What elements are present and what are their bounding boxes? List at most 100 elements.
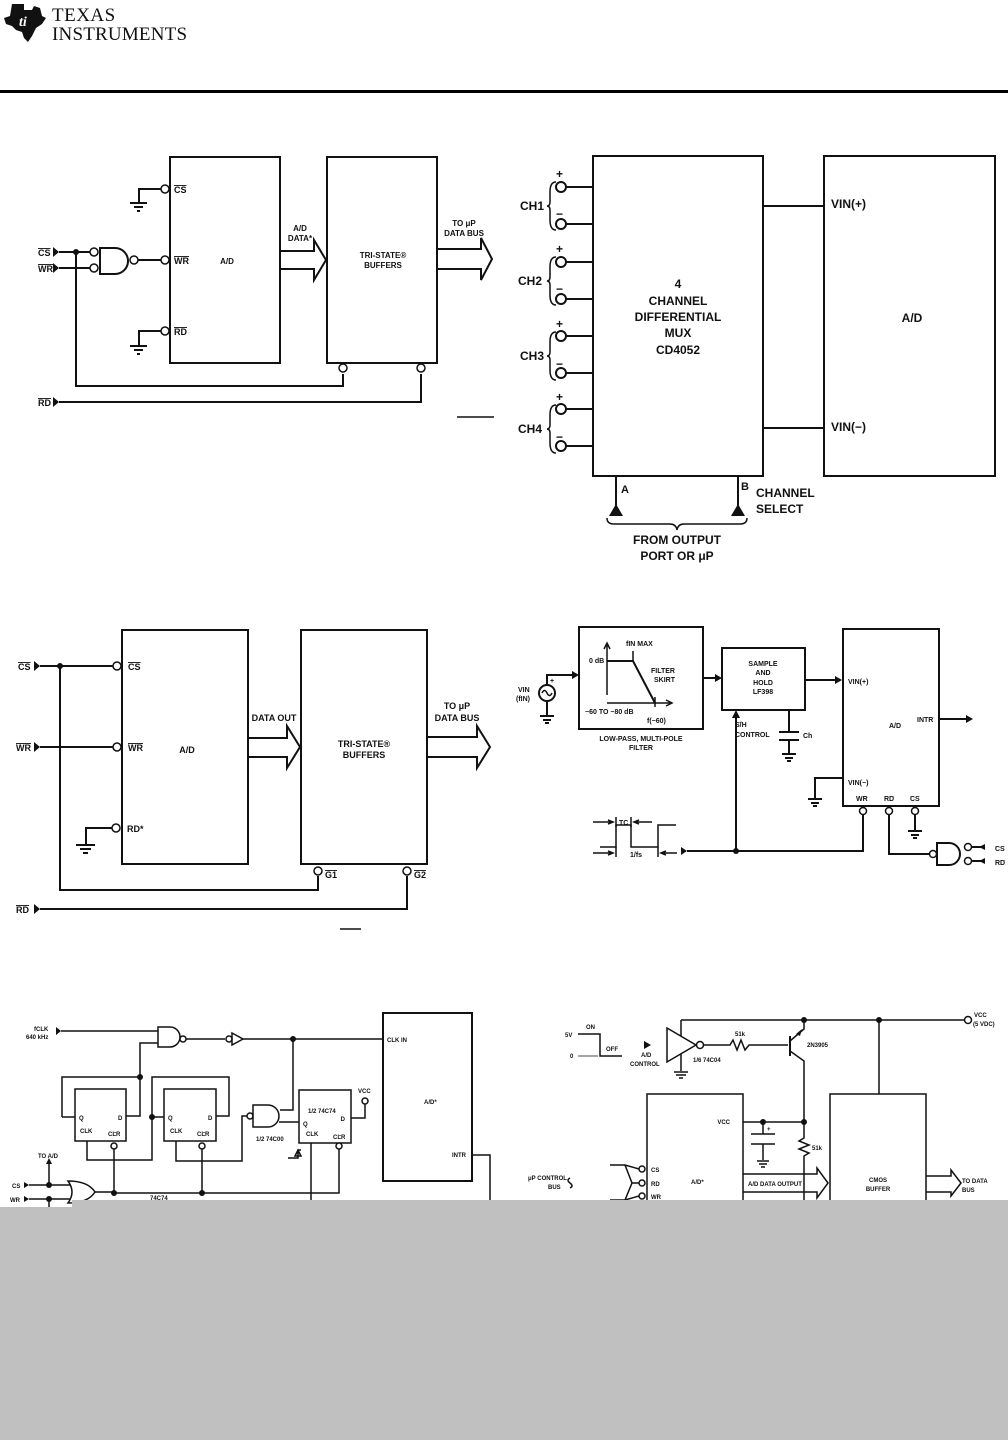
wr-input[interactable]: WR: [38, 263, 90, 274]
diagram-label[interactable]: BUS: [548, 1185, 561, 1191]
diagram-stroke: [541, 689, 553, 697]
rd-pin-label: RD: [174, 327, 187, 337]
rd-cs-nand: CS RD: [888, 815, 1005, 867]
diagram-stroke[interactable]: [46, 1182, 52, 1188]
diagram-stroke[interactable]: [34, 742, 40, 752]
ti-logo: ti Texas Instruments: [2, 2, 192, 46]
part-74c74-label[interactable]: 74C74: [150, 1196, 168, 1202]
diagram-stroke: [638, 1192, 646, 1200]
diagram-label: 1/2 74C74: [308, 1109, 336, 1115]
diagram-label: 1/fs: [630, 852, 642, 859]
diagram-label[interactable]: WR: [10, 1198, 21, 1204]
diagram-label[interactable]: TO A/D: [38, 1154, 59, 1160]
diagram-label: +: [767, 1127, 771, 1133]
diagram-stroke: [638, 1165, 646, 1173]
diagram-stroke[interactable]: [731, 504, 745, 516]
diagram-stroke[interactable]: [34, 904, 40, 914]
diagram-stroke[interactable]: [111, 1190, 117, 1196]
diagram-label[interactable]: RD: [38, 398, 51, 408]
rd-input[interactable]: RD: [16, 876, 408, 915]
diagram-stroke[interactable]: [53, 397, 59, 407]
diagram-label: (5 VDC): [973, 1022, 995, 1028]
diagram-stroke[interactable]: [34, 661, 40, 671]
diagram-stroke: [175, 1115, 247, 1162]
diagram-label: VIN(+): [848, 679, 868, 686]
diagram-label: FILTER: [629, 745, 653, 752]
wr-input[interactable]: WR: [16, 742, 113, 753]
diagram-stroke: [437, 237, 494, 281]
diagram-label[interactable]: μP CONTROL: [528, 1176, 567, 1182]
diagram-stroke[interactable]: [606, 517, 748, 531]
diagram-stroke[interactable]: [609, 504, 623, 516]
diagram-label: WR: [128, 743, 143, 753]
ad-block: A/D VIN(+) VIN(−) INTR WR RD CS: [842, 628, 940, 816]
diagram-label[interactable]: PORT OR μP: [640, 549, 713, 563]
diagram-stroke: [540, 715, 554, 724]
diagram-stroke[interactable]: [56, 1027, 61, 1035]
diagram-label: CONTROL: [735, 732, 770, 739]
diagram-stroke[interactable]: [24, 1196, 29, 1202]
diagram-label[interactable]: FROM OUTPUT: [633, 533, 722, 547]
diagram-stroke[interactable]: [59, 374, 422, 403]
diagram-stroke[interactable]: [53, 263, 59, 273]
cs-input[interactable]: CS: [38, 247, 90, 258]
fclk-input[interactable]: fCLK 640 kHz: [26, 1027, 158, 1041]
diagram-label[interactable]: WR: [16, 743, 31, 753]
cs-wr-or-gate[interactable]: TO A/D CS WR 74C74: [10, 1154, 205, 1210]
diagram-label[interactable]: fCLK: [34, 1027, 49, 1033]
diagram-stroke: [632, 651, 656, 707]
diagram-stroke: [910, 806, 920, 816]
diagram-stroke: [801, 1017, 807, 1023]
diagram-label[interactable]: A: [621, 484, 629, 496]
diagram-stroke[interactable]: [53, 247, 59, 257]
diagram-stroke: [782, 740, 796, 762]
diagram-label: MUX: [665, 326, 692, 340]
diagram-stroke[interactable]: [567, 1177, 573, 1189]
diagram-stroke: [130, 202, 147, 212]
clock-waveform: TC 1/fs: [593, 817, 677, 859]
diagram-stroke: [351, 1104, 366, 1119]
buffer-inverter: [231, 1031, 245, 1047]
diagram-label: WR: [651, 1195, 662, 1201]
diagram-label: TO μP: [452, 219, 476, 228]
diagram-label[interactable]: SELECT: [756, 502, 804, 516]
diagram-label[interactable]: WR: [38, 264, 53, 274]
channel-4: CH4 + −: [518, 390, 593, 454]
diagram-stroke[interactable]: [610, 1164, 640, 1201]
diagram-label[interactable]: RD: [16, 905, 29, 915]
diagram-label: CS: [910, 796, 920, 803]
diagram-stroke[interactable]: [59, 666, 319, 891]
diagram-label: CLR: [108, 1132, 121, 1138]
diagram-stroke: [225, 1035, 233, 1043]
diagram-stroke[interactable]: [40, 876, 408, 910]
diagram-stroke: [546, 674, 575, 685]
channel-select[interactable]: A B CHANNEL SELECT FROM OUTPUT PORT OR μ…: [606, 476, 815, 563]
diagram-stroke: [110, 1142, 118, 1150]
diagram-stroke[interactable]: [24, 1182, 29, 1188]
diagram-label: CD4052: [656, 343, 700, 357]
diagram-stroke: [335, 1142, 343, 1150]
brand-line-2: Instruments: [52, 24, 188, 45]
diagram-stroke: [382, 1012, 473, 1182]
diagram-label: +: [556, 167, 563, 181]
diagram-label[interactable]: 640 kHz: [26, 1035, 48, 1041]
ad-block: A/D: [169, 156, 281, 364]
diagram-label: FILTER: [651, 668, 675, 675]
control-bus[interactable]: μP CONTROL BUS: [528, 1164, 640, 1201]
diagram-stroke[interactable]: [199, 1190, 205, 1196]
diagram-label[interactable]: B: [741, 481, 749, 493]
diagram-label[interactable]: CS: [12, 1184, 20, 1190]
diagram-label[interactable]: CS: [38, 248, 51, 258]
diagram-label: DATA BUS: [444, 229, 485, 238]
figure-1-nand-tristate: A/D CS RD WR CS WR RD A/D: [38, 156, 494, 418]
page-cutoff-edge: [72, 1200, 1008, 1208]
data-out-arrow: DATA OUT: [248, 713, 302, 772]
diagram-label[interactable]: CS: [18, 662, 31, 672]
header-rule: [0, 90, 1008, 93]
cs-input[interactable]: CS: [18, 661, 319, 891]
diagram-label[interactable]: CHANNEL: [756, 486, 815, 500]
flip-flop-2: Q D CLK CLR: [151, 1076, 247, 1192]
rd-input[interactable]: RD: [38, 374, 422, 408]
diagram-stroke[interactable]: [46, 1158, 52, 1164]
diagram-label: 0: [570, 1054, 574, 1060]
